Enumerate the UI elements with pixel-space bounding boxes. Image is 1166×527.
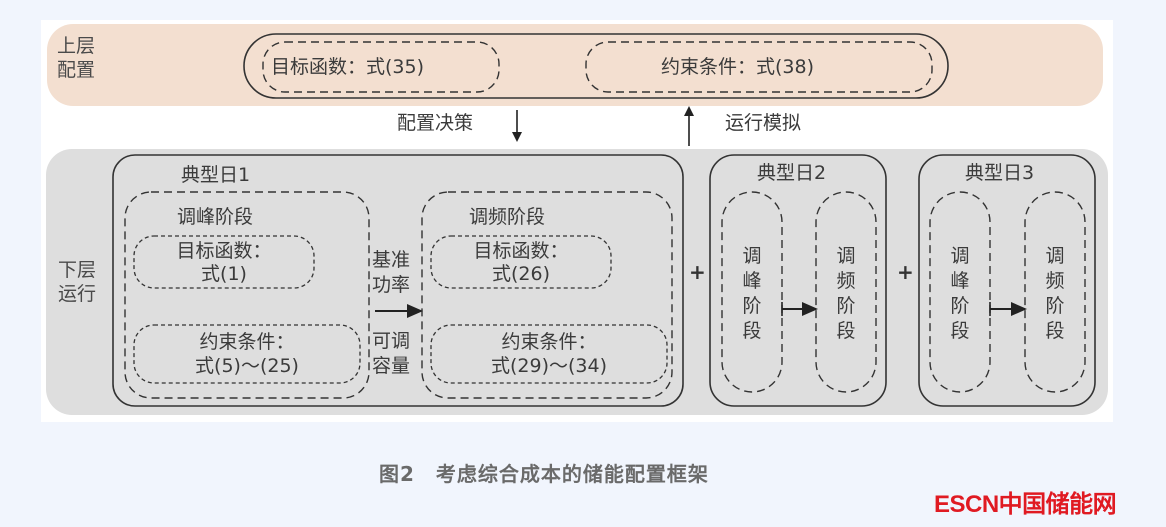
- upper-label-line1: 上层: [57, 35, 96, 57]
- day3-freq-box: [1024, 191, 1086, 393]
- day2-title: 典型日2: [757, 162, 827, 184]
- day1-peak-title: 调峰阶段: [177, 206, 254, 228]
- day1-peak-constraints-ref: 式(5)～(25): [195, 355, 299, 377]
- plus-sign-1: +: [689, 260, 706, 284]
- day1-freq-objective: 目标函数： 式(26): [431, 240, 611, 286]
- day2-peak-box: [721, 191, 783, 393]
- day1-freq-constraints-label: 约束条件：: [501, 331, 597, 353]
- day1-freq-box: [421, 191, 673, 399]
- day1-peak-box: [124, 191, 370, 399]
- lower-label-line2: 运行: [58, 283, 97, 305]
- upper-constraints-box: [585, 41, 933, 93]
- upper-level-band: [47, 24, 1103, 106]
- day3-peak-box: [929, 191, 991, 393]
- upper-label-line2: 配置: [57, 59, 96, 81]
- figure-caption: 图2 考虑综合成本的储能配置框架: [379, 462, 709, 486]
- plus-sign-2: +: [897, 260, 914, 284]
- day1-peak-objective-box: [133, 235, 315, 289]
- lower-level-band: [46, 149, 1108, 415]
- day2-freq-box: [815, 191, 877, 393]
- lower-label-line1: 下层: [58, 259, 97, 281]
- link-top-line2: 功率: [372, 274, 411, 296]
- day1-peak-objective-label: 目标函数：: [176, 240, 272, 262]
- upper-constraints-text: 约束条件：式(38): [661, 56, 815, 78]
- link-top-line1: 基准: [372, 249, 411, 271]
- upper-level-label: 上层 配置: [57, 34, 101, 82]
- day1-peak-objective: 目标函数： 式(1): [134, 240, 314, 286]
- day3-peak-label: 调峰阶段: [950, 245, 970, 342]
- day1-freq-constraints: 约束条件： 式(29)～(34): [431, 330, 667, 378]
- day2-peak-label: 调峰阶段: [742, 245, 762, 342]
- day1-link-bottom: 可调 容量: [372, 329, 410, 379]
- upper-objective-box: [262, 41, 500, 93]
- day1-box: [112, 154, 684, 407]
- day3-box: [918, 154, 1096, 407]
- upper-objective-text: 目标函数：式(35): [271, 56, 425, 78]
- down-arrow-label: 配置决策: [397, 112, 474, 134]
- day1-title: 典型日1: [181, 164, 251, 186]
- diagram-shapes: [112, 33, 1096, 407]
- day3-title: 典型日3: [965, 162, 1035, 184]
- lower-level-label: 下层 运行: [58, 258, 102, 306]
- day1-freq-title: 调频阶段: [469, 206, 546, 228]
- day1-freq-constraints-ref: 式(29)～(34): [490, 355, 607, 377]
- upper-outer-box: [243, 33, 949, 99]
- link-bottom-line1: 可调: [372, 330, 411, 352]
- day1-peak-constraints-box: [133, 324, 361, 384]
- link-bottom-line2: 容量: [372, 355, 411, 377]
- day1-link-top: 基准 功率: [372, 248, 410, 298]
- day1-freq-objective-ref: 式(26): [491, 263, 550, 285]
- day1-peak-constraints-label: 约束条件：: [199, 331, 295, 353]
- day2-box: [709, 154, 887, 407]
- diagram-canvas: 上层 配置 目标函数：式(35) 约束条件：式(38) 配置决策 运行模拟 下层…: [41, 20, 1113, 422]
- day1-freq-objective-label: 目标函数：: [473, 240, 569, 262]
- day1-freq-constraints-box: [430, 324, 668, 384]
- day2-freq-label: 调频阶段: [836, 245, 856, 342]
- day1-peak-constraints: 约束条件： 式(5)～(25): [134, 330, 360, 378]
- up-arrow-label: 运行模拟: [725, 112, 802, 134]
- day3-freq-label: 调频阶段: [1045, 245, 1065, 342]
- day1-peak-objective-ref: 式(1): [201, 263, 247, 285]
- day1-freq-objective-box: [430, 235, 612, 289]
- escn-watermark-logo: ESCN中国储能网: [934, 491, 1117, 518]
